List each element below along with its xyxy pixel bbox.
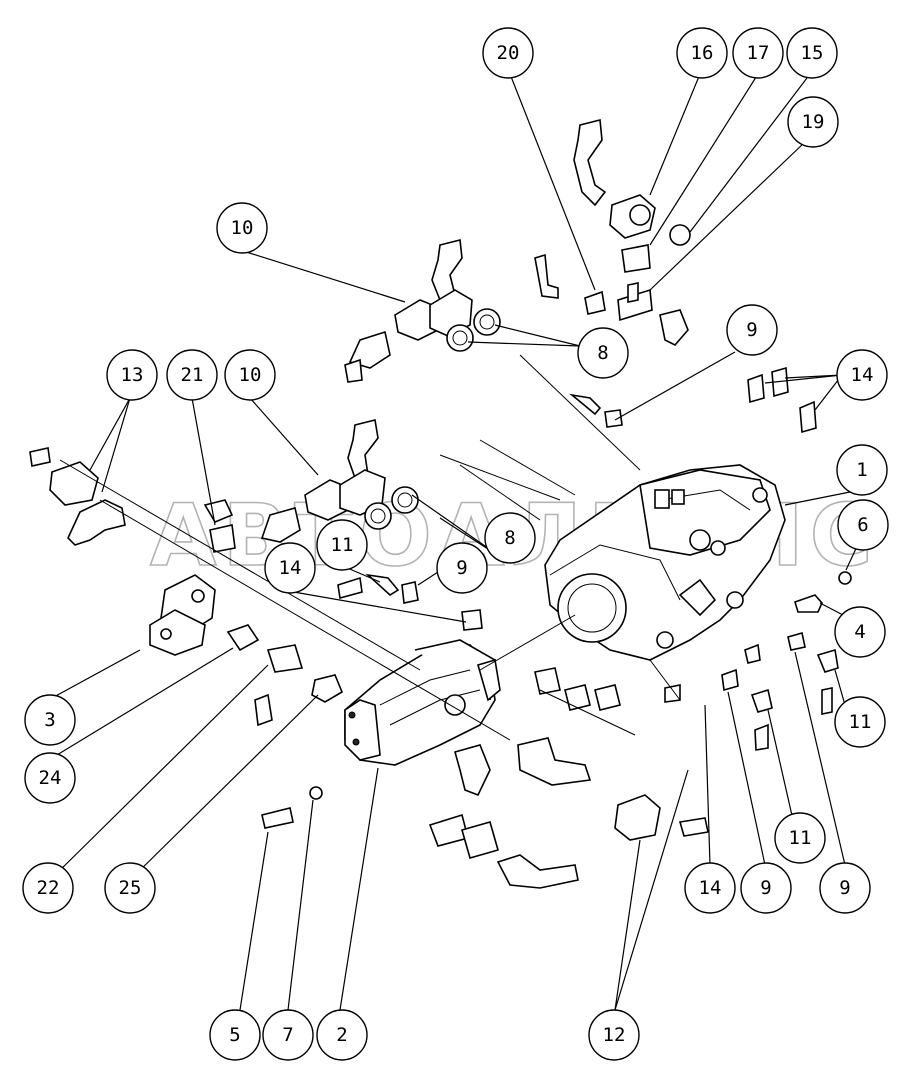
- svg-text:11: 11: [331, 534, 354, 556]
- svg-text:8: 8: [504, 527, 515, 549]
- svg-text:17: 17: [747, 42, 770, 64]
- callout-10-mid: 10: [224, 349, 276, 401]
- valve-block: [149, 574, 216, 656]
- callout-10-upper: 10: [216, 202, 268, 254]
- callout-8-upper: 8: [577, 327, 629, 379]
- bottom-fittings: [261, 737, 709, 889]
- callout-9-right: 9: [819, 862, 871, 914]
- svg-text:9: 9: [456, 557, 467, 579]
- callout-12: 12: [588, 1009, 640, 1061]
- callout-9-upper: 9: [726, 304, 778, 356]
- right-fittings: [569, 366, 852, 751]
- svg-text:21: 21: [181, 364, 204, 386]
- callout-13: 13: [106, 349, 158, 401]
- callout-3: 3: [24, 694, 76, 746]
- left-flange-fittings: [29, 447, 236, 553]
- svg-text:8: 8: [597, 342, 608, 364]
- callout-14-mid: 14: [264, 542, 316, 594]
- callout-5: 5: [209, 1009, 261, 1061]
- svg-text:9: 9: [839, 877, 850, 899]
- callout-9-lower: 9: [740, 862, 792, 914]
- callout-24: 24: [24, 752, 76, 804]
- svg-text:22: 22: [37, 877, 60, 899]
- callout-11-lower: 11: [774, 812, 826, 864]
- svg-text:3: 3: [44, 709, 55, 731]
- svg-text:12: 12: [603, 1024, 626, 1046]
- svg-text:15: 15: [801, 42, 824, 64]
- top-fittings: [534, 118, 691, 346]
- svg-text:5: 5: [229, 1024, 240, 1046]
- svg-text:10: 10: [239, 364, 262, 386]
- svg-text:25: 25: [119, 877, 142, 899]
- upper-hose-assembly: [344, 239, 501, 383]
- mid-hose-assembly: [260, 419, 419, 543]
- callout-14-upper: 14: [836, 349, 888, 401]
- svg-text:14: 14: [699, 877, 722, 899]
- svg-text:16: 16: [691, 42, 714, 64]
- callout-1: 1: [836, 444, 888, 496]
- callout-4: 4: [834, 606, 886, 658]
- callout-9-mid: 9: [436, 542, 488, 594]
- callout-6: 6: [837, 499, 889, 551]
- svg-text:14: 14: [279, 557, 302, 579]
- callout-8-mid: 8: [484, 512, 536, 564]
- callout-22: 22: [22, 862, 74, 914]
- callout-25: 25: [104, 862, 156, 914]
- callout-19: 19: [787, 96, 839, 148]
- callout-7: 7: [262, 1009, 314, 1061]
- callout-14-lower: 14: [684, 862, 736, 914]
- svg-text:9: 9: [760, 877, 771, 899]
- svg-text:19: 19: [802, 111, 825, 133]
- callout-20: 20: [482, 27, 534, 79]
- svg-text:11: 11: [789, 827, 812, 849]
- svg-text:14: 14: [851, 364, 874, 386]
- callout-21: 21: [166, 349, 218, 401]
- callout-16: 16: [676, 27, 728, 79]
- svg-text:1: 1: [856, 459, 867, 481]
- callout-2: 2: [316, 1009, 368, 1061]
- lower-left-fittings: [226, 624, 344, 727]
- svg-text:9: 9: [746, 319, 757, 341]
- svg-text:24: 24: [39, 767, 62, 789]
- callout-15: 15: [786, 27, 838, 79]
- callout-17: 17: [732, 27, 784, 79]
- svg-text:10: 10: [231, 217, 254, 239]
- svg-text:6: 6: [857, 514, 868, 536]
- callout-11-mid: 11: [316, 519, 368, 571]
- parts-drawing: [29, 118, 852, 889]
- main-pump-body: [544, 464, 786, 661]
- callouts: 20 16 17 15 19 10 8 9 14 13 21 10 11 8 9…: [22, 27, 889, 1061]
- callout-11-right: 11: [834, 696, 886, 748]
- svg-text:2: 2: [336, 1024, 347, 1046]
- svg-text:20: 20: [497, 42, 520, 64]
- leader-lines: [49, 73, 861, 1011]
- gear-pump: [344, 639, 501, 766]
- svg-text:11: 11: [849, 711, 872, 733]
- svg-text:7: 7: [282, 1024, 293, 1046]
- svg-text:13: 13: [121, 364, 144, 386]
- svg-text:4: 4: [854, 621, 865, 643]
